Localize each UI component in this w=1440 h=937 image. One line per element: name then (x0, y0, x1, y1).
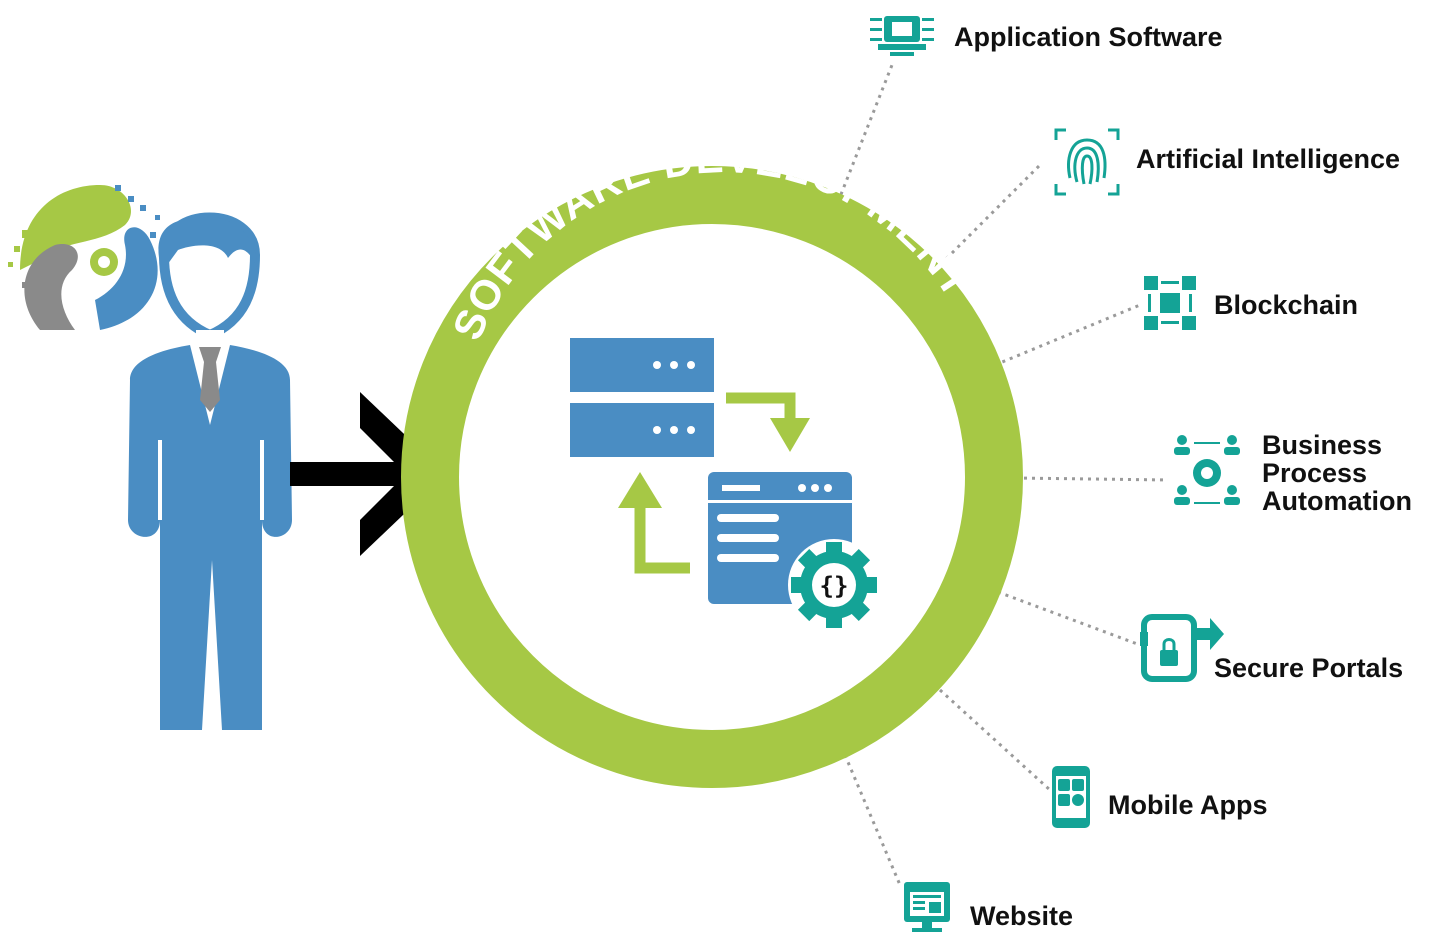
ring-title: SOFTWARE DEVELOPMENT (443, 134, 981, 346)
label-website: Website (970, 901, 1073, 931)
company-logo (8, 185, 166, 330)
businessman-figure (128, 212, 292, 730)
label-process: Process (1262, 458, 1367, 488)
connector-mobile-apps (938, 688, 1052, 792)
connector-artificial-intelligence (933, 163, 1042, 272)
connector-secure-portals (997, 590, 1141, 647)
label-secure-portals: Secure Portals (1214, 653, 1403, 683)
fingerprint-scan-icon (1054, 128, 1120, 196)
website-monitor-icon (904, 882, 950, 932)
label-business: Business (1262, 430, 1382, 460)
right-arrow-icon (290, 392, 446, 556)
label-blockchain: Blockchain (1214, 290, 1358, 320)
server-code-cycle-icon: {} (570, 338, 880, 631)
mobile-apps-icon (1052, 766, 1090, 828)
process-gear-people-icon (1174, 435, 1240, 505)
connector-blockchain (994, 303, 1141, 367)
connector-lines (836, 64, 1169, 886)
development-ring (401, 166, 1023, 788)
secure-door-icon (1140, 614, 1224, 682)
label-automation: Automation (1262, 486, 1412, 516)
label-artificial-intelligence: Artificial Intelligence (1136, 144, 1400, 174)
svg-text:{}: {} (820, 572, 849, 600)
label-application-software: Application Software (954, 22, 1223, 52)
connector-business-process (1015, 476, 1169, 482)
connector-application-software (836, 64, 894, 203)
blockchain-cubes-icon (1144, 276, 1196, 330)
chip-circuit-icon (870, 16, 934, 56)
label-mobile-apps: Mobile Apps (1108, 790, 1268, 820)
connector-website (843, 754, 902, 886)
